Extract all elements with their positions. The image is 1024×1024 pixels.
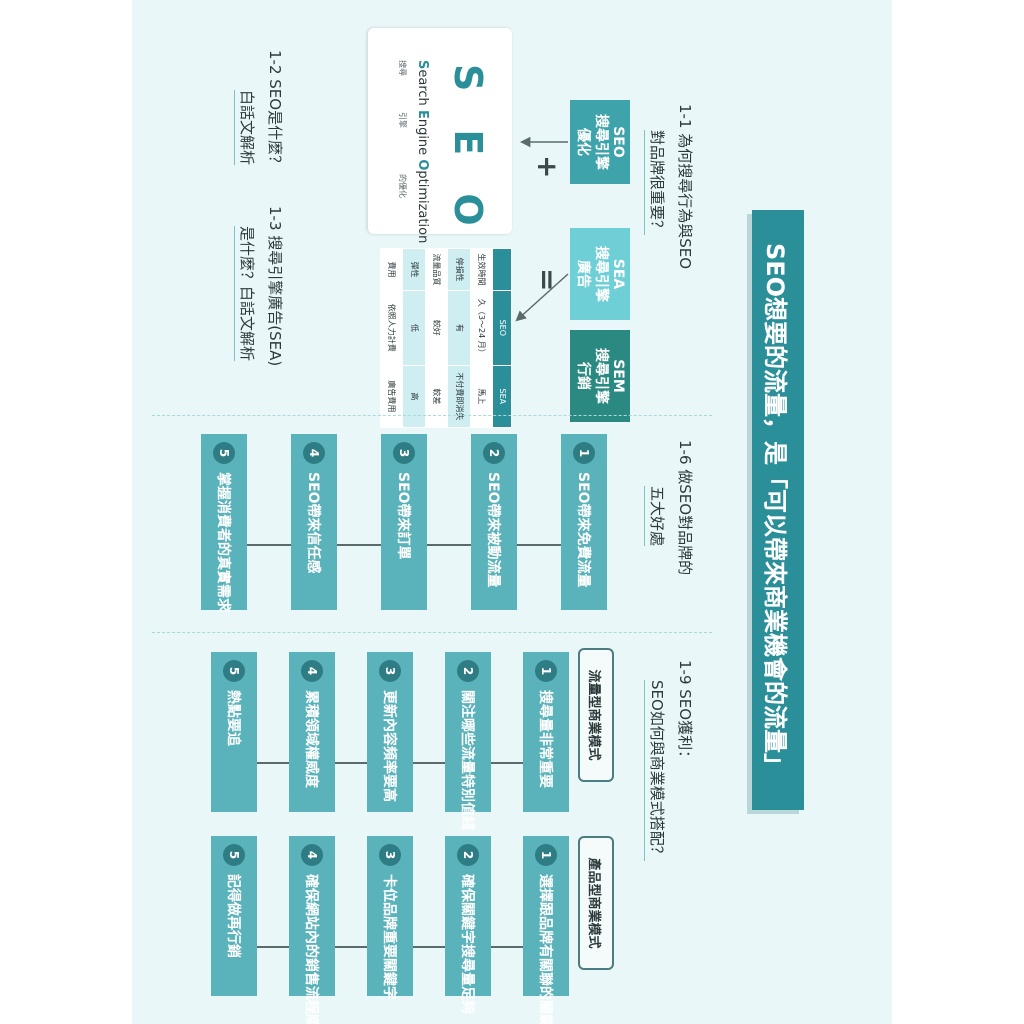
page-canvas: SEO想要的流量，是「可以帶來商業機會的流量」 1-1 為何搜尋行為與SEO 對…	[132, 0, 892, 1024]
traffic-step-label: 搜尋量非常重要	[537, 690, 553, 788]
product-step-1: 1 選擇跟品牌有關聯的關鍵字	[523, 836, 569, 1024]
seo-cn-o: 的優化	[398, 174, 407, 198]
traffic-step-number: 5	[223, 660, 245, 682]
section-1-3-subtitle: 是什麼？白話文解析	[234, 226, 258, 362]
traffic-step-1: 1 搜尋量非常重要	[523, 652, 569, 812]
product-step-3: 3 卡位品牌重要關鍵字	[367, 836, 413, 1000]
section-1-2-subtitle: 白話文解析	[234, 90, 258, 166]
product-step-4: 4 確保網站內的銷售流程順利	[289, 836, 335, 1024]
traffic-step-label: 熱點要追	[225, 690, 241, 746]
table-row: 停損性有不付費即消失	[447, 248, 471, 428]
section-1-1-title: 1-1 為何搜尋行為與SEO	[675, 104, 696, 269]
product-step-2: 2 確保關鍵字搜尋量足夠	[445, 836, 491, 1014]
section-1-9-subtitle: SEO如何與商業模式搭配？	[644, 680, 668, 861]
table-row: 流量品質較好較差	[425, 248, 448, 428]
sea-down-arrow	[515, 273, 569, 322]
product-step-label: 確保關鍵字搜尋量足夠	[459, 874, 475, 1014]
seo-explainer-card: SEO Search Engine Optimization 搜尋 引擎 的優化	[368, 28, 512, 264]
product-step-label: 卡位品牌重要關鍵字	[381, 874, 397, 1000]
traffic-step-number: 1	[535, 660, 557, 682]
product-step-label: 選擇跟品牌有關聯的關鍵字	[537, 874, 553, 1024]
seo-cn-e: 引擎	[398, 112, 407, 128]
traffic-step-2: 2 關注哪些流量特別值錢	[445, 652, 491, 830]
section-1-1-prefix: 1-1	[676, 104, 694, 129]
section-1-1-subtitle: 對品牌很重要？	[644, 130, 668, 236]
table-row: 彈性低高	[402, 248, 426, 428]
table-row: 生效時間久（3～24 月）馬上	[470, 248, 493, 428]
seo-cn-s: 搜尋	[398, 60, 407, 76]
traffic-step-label: 更新內容頻率要高	[381, 690, 397, 802]
letter-s: S	[446, 64, 490, 130]
section-1-6-subtitle: 五大好處	[644, 486, 668, 547]
seo-tile-line2: 搜尋引擎	[592, 114, 609, 170]
benefit-step-label: SEO帶來被動流量	[485, 472, 501, 588]
benefit-step-5: 5 掌握消費者的真實需求	[201, 434, 247, 612]
product-step-number: 1	[535, 844, 557, 866]
seo-letters: SEO	[446, 64, 490, 264]
product-step-label: 記得做再行銷	[225, 874, 241, 958]
section-divider-2	[152, 632, 712, 633]
traffic-step-label: 累積領域權威度	[303, 690, 319, 788]
traffic-step-4: 4 累積領域權威度	[289, 652, 335, 812]
product-step-number: 2	[457, 844, 479, 866]
traffic-step-number: 2	[457, 660, 479, 682]
product-step-5: 5 記得做再行銷	[211, 836, 257, 996]
traffic-model-label: 流量型商業模式	[578, 648, 614, 782]
benefit-step-number: 2	[483, 442, 505, 464]
traffic-step-number: 3	[379, 660, 401, 682]
section-1-9-title: 1-9 SEO獲利：	[676, 660, 694, 766]
product-step-number: 4	[301, 844, 323, 866]
seo-expansion: Search Engine Optimization	[415, 60, 430, 244]
sea-tile-line1: SEA	[610, 258, 627, 290]
section-1-3-title: 1-3 搜尋引擎廣告(SEA)	[266, 206, 284, 367]
benefit-step-number: 5	[213, 442, 235, 464]
benefit-step-number: 4	[303, 442, 325, 464]
flow-arrows	[515, 136, 569, 322]
traffic-step-5: 5 熱點要追	[211, 652, 257, 812]
letter-e: E	[446, 129, 490, 194]
product-step-number: 5	[223, 844, 245, 866]
sem-tile-line2: 搜尋引擎	[592, 348, 609, 404]
sem-tile-line1: SEM	[610, 359, 627, 393]
benefit-step-number: 3	[393, 442, 415, 464]
seo-tile-line1: SEO	[610, 126, 627, 158]
traffic-step-number: 4	[301, 660, 323, 682]
section-1-1-line1: 為何搜尋行為與SEO	[676, 133, 694, 270]
traffic-step-label: 關注哪些流量特別值錢	[459, 690, 475, 830]
benefit-step-label: SEO帶來免費流量	[575, 472, 591, 588]
benefit-step-label: SEO帶來訂單	[395, 472, 411, 560]
diagram-stage: SEO想要的流量，是「可以帶來商業機會的流量」 1-1 為何搜尋行為與SEO 對…	[132, 0, 892, 1024]
product-model-label: 產品型商業模式	[578, 836, 614, 970]
traffic-step-3: 3 更新內容頻率要高	[367, 652, 413, 812]
product-step-label: 確保網站內的銷售流程順利	[303, 874, 319, 1024]
benefit-step-label: SEO帶來信任感	[305, 472, 321, 574]
section-1-2-title: 1-2 SEO是什麼？	[266, 50, 284, 171]
table-row: 費用依照人力計費廣告費用	[380, 248, 403, 428]
page-title: SEO想要的流量，是「可以帶來商業機會的流量」	[752, 210, 804, 810]
benefit-step-number: 1	[573, 442, 595, 464]
section-1-6-title: 1-6 做SEO對品牌的	[676, 440, 694, 576]
section-1-1-line2: 對品牌很重要？	[644, 130, 668, 236]
section-divider-1	[152, 415, 712, 416]
sea-tile-line2: 搜尋引擎	[592, 246, 609, 302]
product-step-number: 3	[379, 844, 401, 866]
benefit-step-label: 掌握消費者的真實需求	[215, 472, 231, 612]
